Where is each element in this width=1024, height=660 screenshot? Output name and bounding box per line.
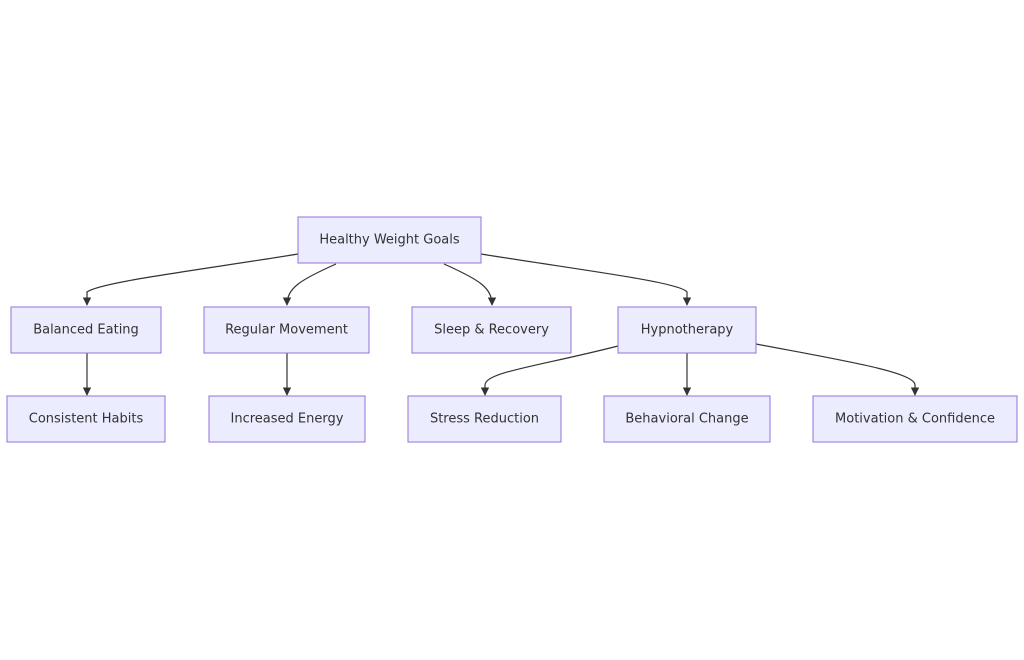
node-balanced-eating[interactable]: Balanced Eating <box>10 306 162 354</box>
node-motivation-confidence[interactable]: Motivation & Confidence <box>812 395 1018 443</box>
edge-root-to-balanced-eating <box>82 253 299 306</box>
edge-root-to-regular-movement <box>282 263 337 306</box>
node-label: Healthy Weight Goals <box>319 233 460 248</box>
edge-root-to-hypnotherapy <box>480 253 692 306</box>
edge-hypnotherapy-to-motivation-confidence <box>755 343 920 396</box>
node-healthy-weight-goals[interactable]: Healthy Weight Goals <box>297 216 482 264</box>
node-label: Regular Movement <box>225 323 348 338</box>
edge-root-to-sleep-recovery <box>443 263 497 306</box>
node-label: Sleep & Recovery <box>434 323 549 338</box>
node-increased-energy[interactable]: Increased Energy <box>208 395 366 443</box>
node-regular-movement[interactable]: Regular Movement <box>203 306 370 354</box>
node-label: Balanced Eating <box>33 323 139 338</box>
node-label: Behavioral Change <box>625 412 748 427</box>
node-hypnotherapy[interactable]: Hypnotherapy <box>617 306 757 354</box>
edge-hypnotherapy-to-stress-reduction <box>480 345 619 396</box>
edges <box>82 253 920 396</box>
node-label: Consistent Habits <box>29 412 144 427</box>
node-label: Stress Reduction <box>430 412 539 427</box>
node-consistent-habits[interactable]: Consistent Habits <box>6 395 166 443</box>
node-behavioral-change[interactable]: Behavioral Change <box>603 395 771 443</box>
node-label: Hypnotherapy <box>641 323 734 338</box>
node-label: Increased Energy <box>231 412 344 427</box>
node-label: Motivation & Confidence <box>835 412 995 427</box>
node-sleep-recovery[interactable]: Sleep & Recovery <box>411 306 572 354</box>
node-stress-reduction[interactable]: Stress Reduction <box>407 395 562 443</box>
